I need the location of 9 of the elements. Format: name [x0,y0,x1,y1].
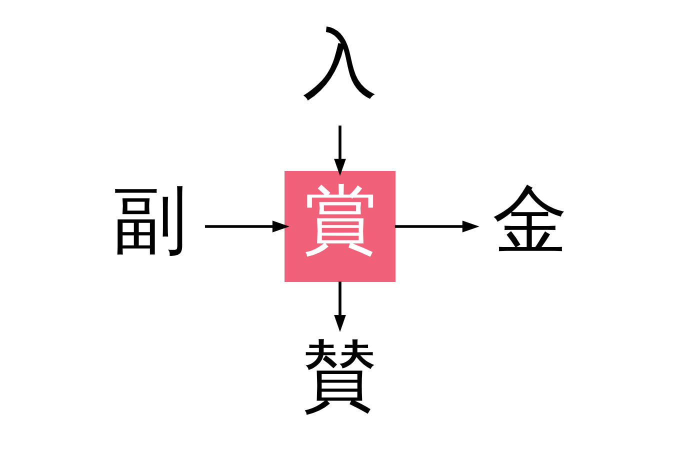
arrow [394,220,480,232]
arrow [334,126,346,176]
node-text: 金 [492,175,568,264]
node-text: 入 [302,19,378,108]
arrow [204,220,290,232]
node-text: 副 [112,175,188,264]
arrow [334,282,346,332]
node-text: 賛 [302,331,378,420]
node-box: 賞 [284,171,396,282]
